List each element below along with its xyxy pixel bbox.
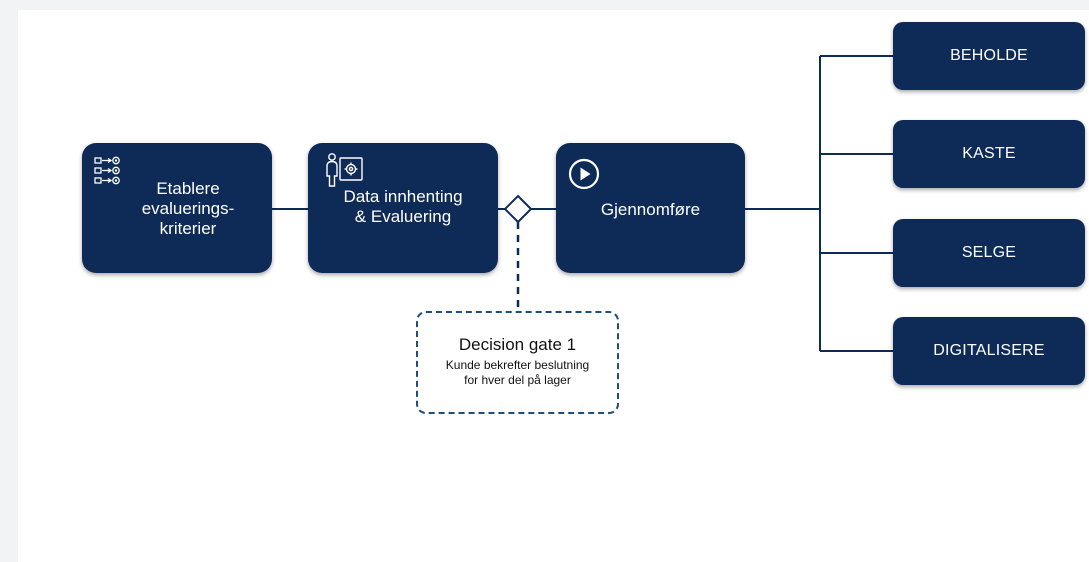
outcome-beholde[interactable]: BEHOLDE [893, 22, 1085, 90]
outcome-kaste[interactable]: KASTE [893, 120, 1085, 188]
step-label: Data innhenting & Evaluering [343, 187, 463, 226]
step-label: Gjennomføre [600, 200, 701, 219]
gate-description-line2: for hver del på lager [464, 373, 571, 387]
play-icon [568, 158, 600, 190]
gate-title: Decision gate 1 [458, 335, 577, 354]
step-etablere-kriterier[interactable]: Etablere evaluerings- kriterier [82, 143, 272, 273]
person-evaluation-icon [326, 153, 363, 187]
criteria-list-icon [94, 156, 120, 185]
step-data-evaluering[interactable]: Data innhenting & Evaluering [308, 143, 498, 273]
gate-description-line1: Kunde bekrefter beslutning [445, 358, 590, 372]
decision-gate-diamond [503, 194, 533, 224]
step-label: Etablere evaluerings- kriterier [141, 179, 235, 238]
outcome-selge[interactable]: SELGE [893, 219, 1085, 287]
outcome-digitalisere[interactable]: DIGITALISERE [893, 317, 1085, 385]
decision-gate-callout: Decision gate 1 Kunde bekrefter beslutni… [416, 311, 619, 414]
step-gjennomfore[interactable]: Gjennomføre [556, 143, 745, 273]
